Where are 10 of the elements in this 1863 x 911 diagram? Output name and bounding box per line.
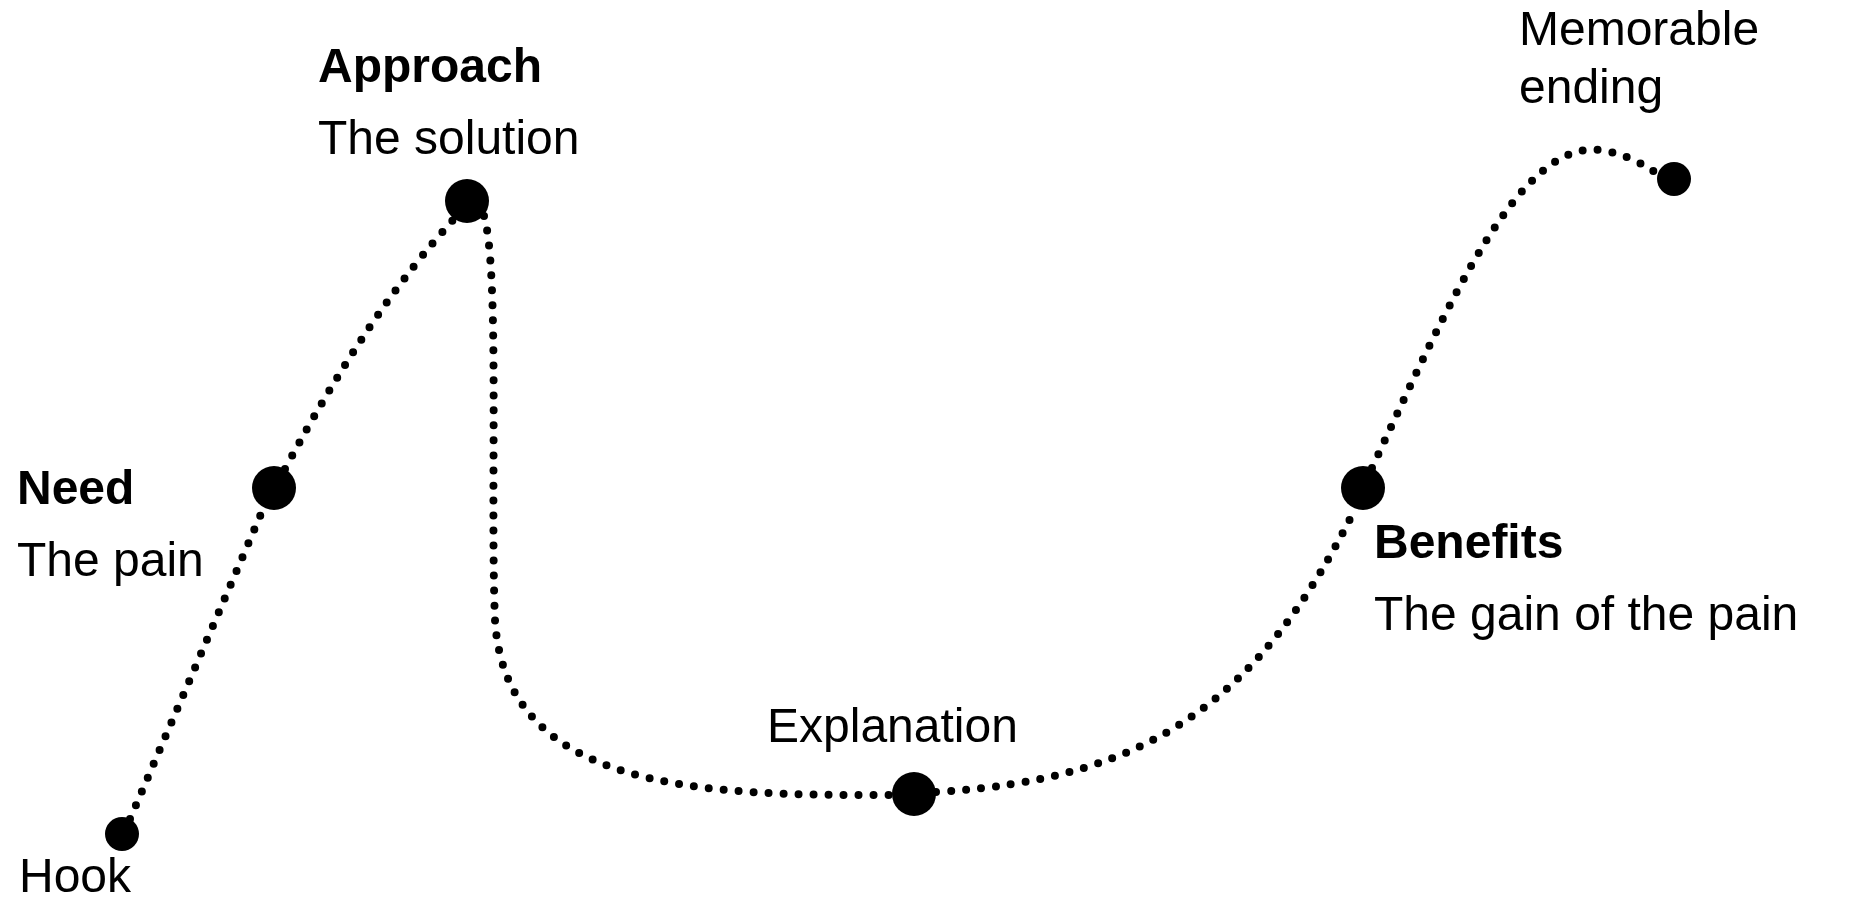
stage-description: The gain of the pain bbox=[1374, 586, 1799, 642]
stage-description: The solution bbox=[318, 110, 580, 166]
stage-label: Hook bbox=[19, 848, 132, 904]
stage-heading: Benefits bbox=[1374, 514, 1564, 570]
dotted-curve bbox=[281, 215, 458, 473]
stage-heading: Need bbox=[17, 460, 135, 516]
stage-label: Memorable ending bbox=[1519, 1, 1761, 115]
stage-label: Explanation bbox=[767, 698, 1018, 754]
stage-heading: Approach bbox=[318, 38, 542, 94]
stage-description: The pain bbox=[17, 532, 204, 588]
